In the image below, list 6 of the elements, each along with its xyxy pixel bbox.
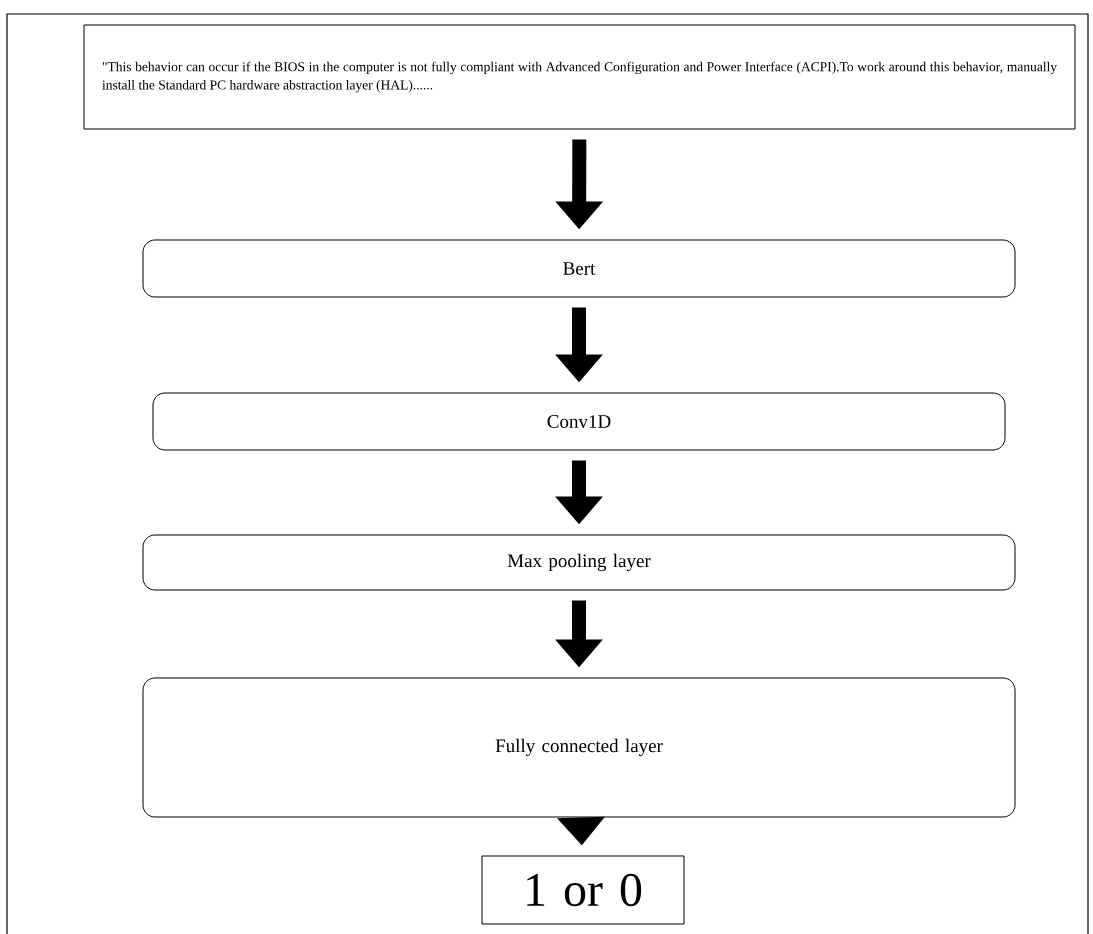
process-box: Bert [142, 239, 1016, 298]
process-box: Conv1D [152, 392, 1006, 451]
output-box: 1 or 0 [481, 855, 685, 925]
quote-box: "This behavior can occur if the BIOS in the computer is not fully compliant with Advanced Configuration and Power Interface (ACPI).To work around this behavior, manually install the Standard PC hardware abstraction layer (HAL)...... [83, 24, 1076, 130]
process-box: Fully connected layer [142, 677, 1016, 818]
process-box: Max pooling layer [142, 534, 1016, 591]
